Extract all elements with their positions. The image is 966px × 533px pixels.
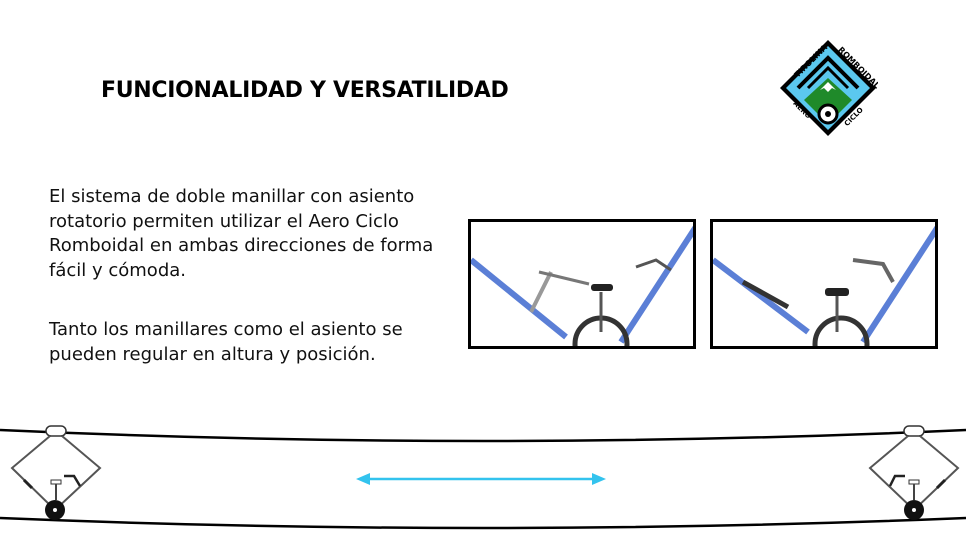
bike-diagram-left	[12, 426, 100, 520]
photo-bike-forward	[468, 219, 696, 349]
arrow-head-left-icon	[356, 473, 370, 485]
slide-title: FUNCIONALIDAD Y VERSATILIDAD	[101, 78, 508, 103]
photo-bike-reverse	[710, 219, 938, 349]
arrow-head-right-icon	[592, 473, 606, 485]
cable-diagram	[0, 410, 966, 533]
lower-cable	[0, 518, 966, 528]
paragraph-adjustment: Tanto los manillares como el asiento se …	[49, 318, 449, 367]
paragraph-functionality: El sistema de doble manillar con asiento…	[49, 185, 449, 283]
bike-diagram-right	[870, 426, 958, 520]
upper-cable	[0, 430, 966, 441]
tirolina-romboidal-logo: TIROLINA ROMBOIDAL AERO CICLO	[778, 38, 878, 138]
